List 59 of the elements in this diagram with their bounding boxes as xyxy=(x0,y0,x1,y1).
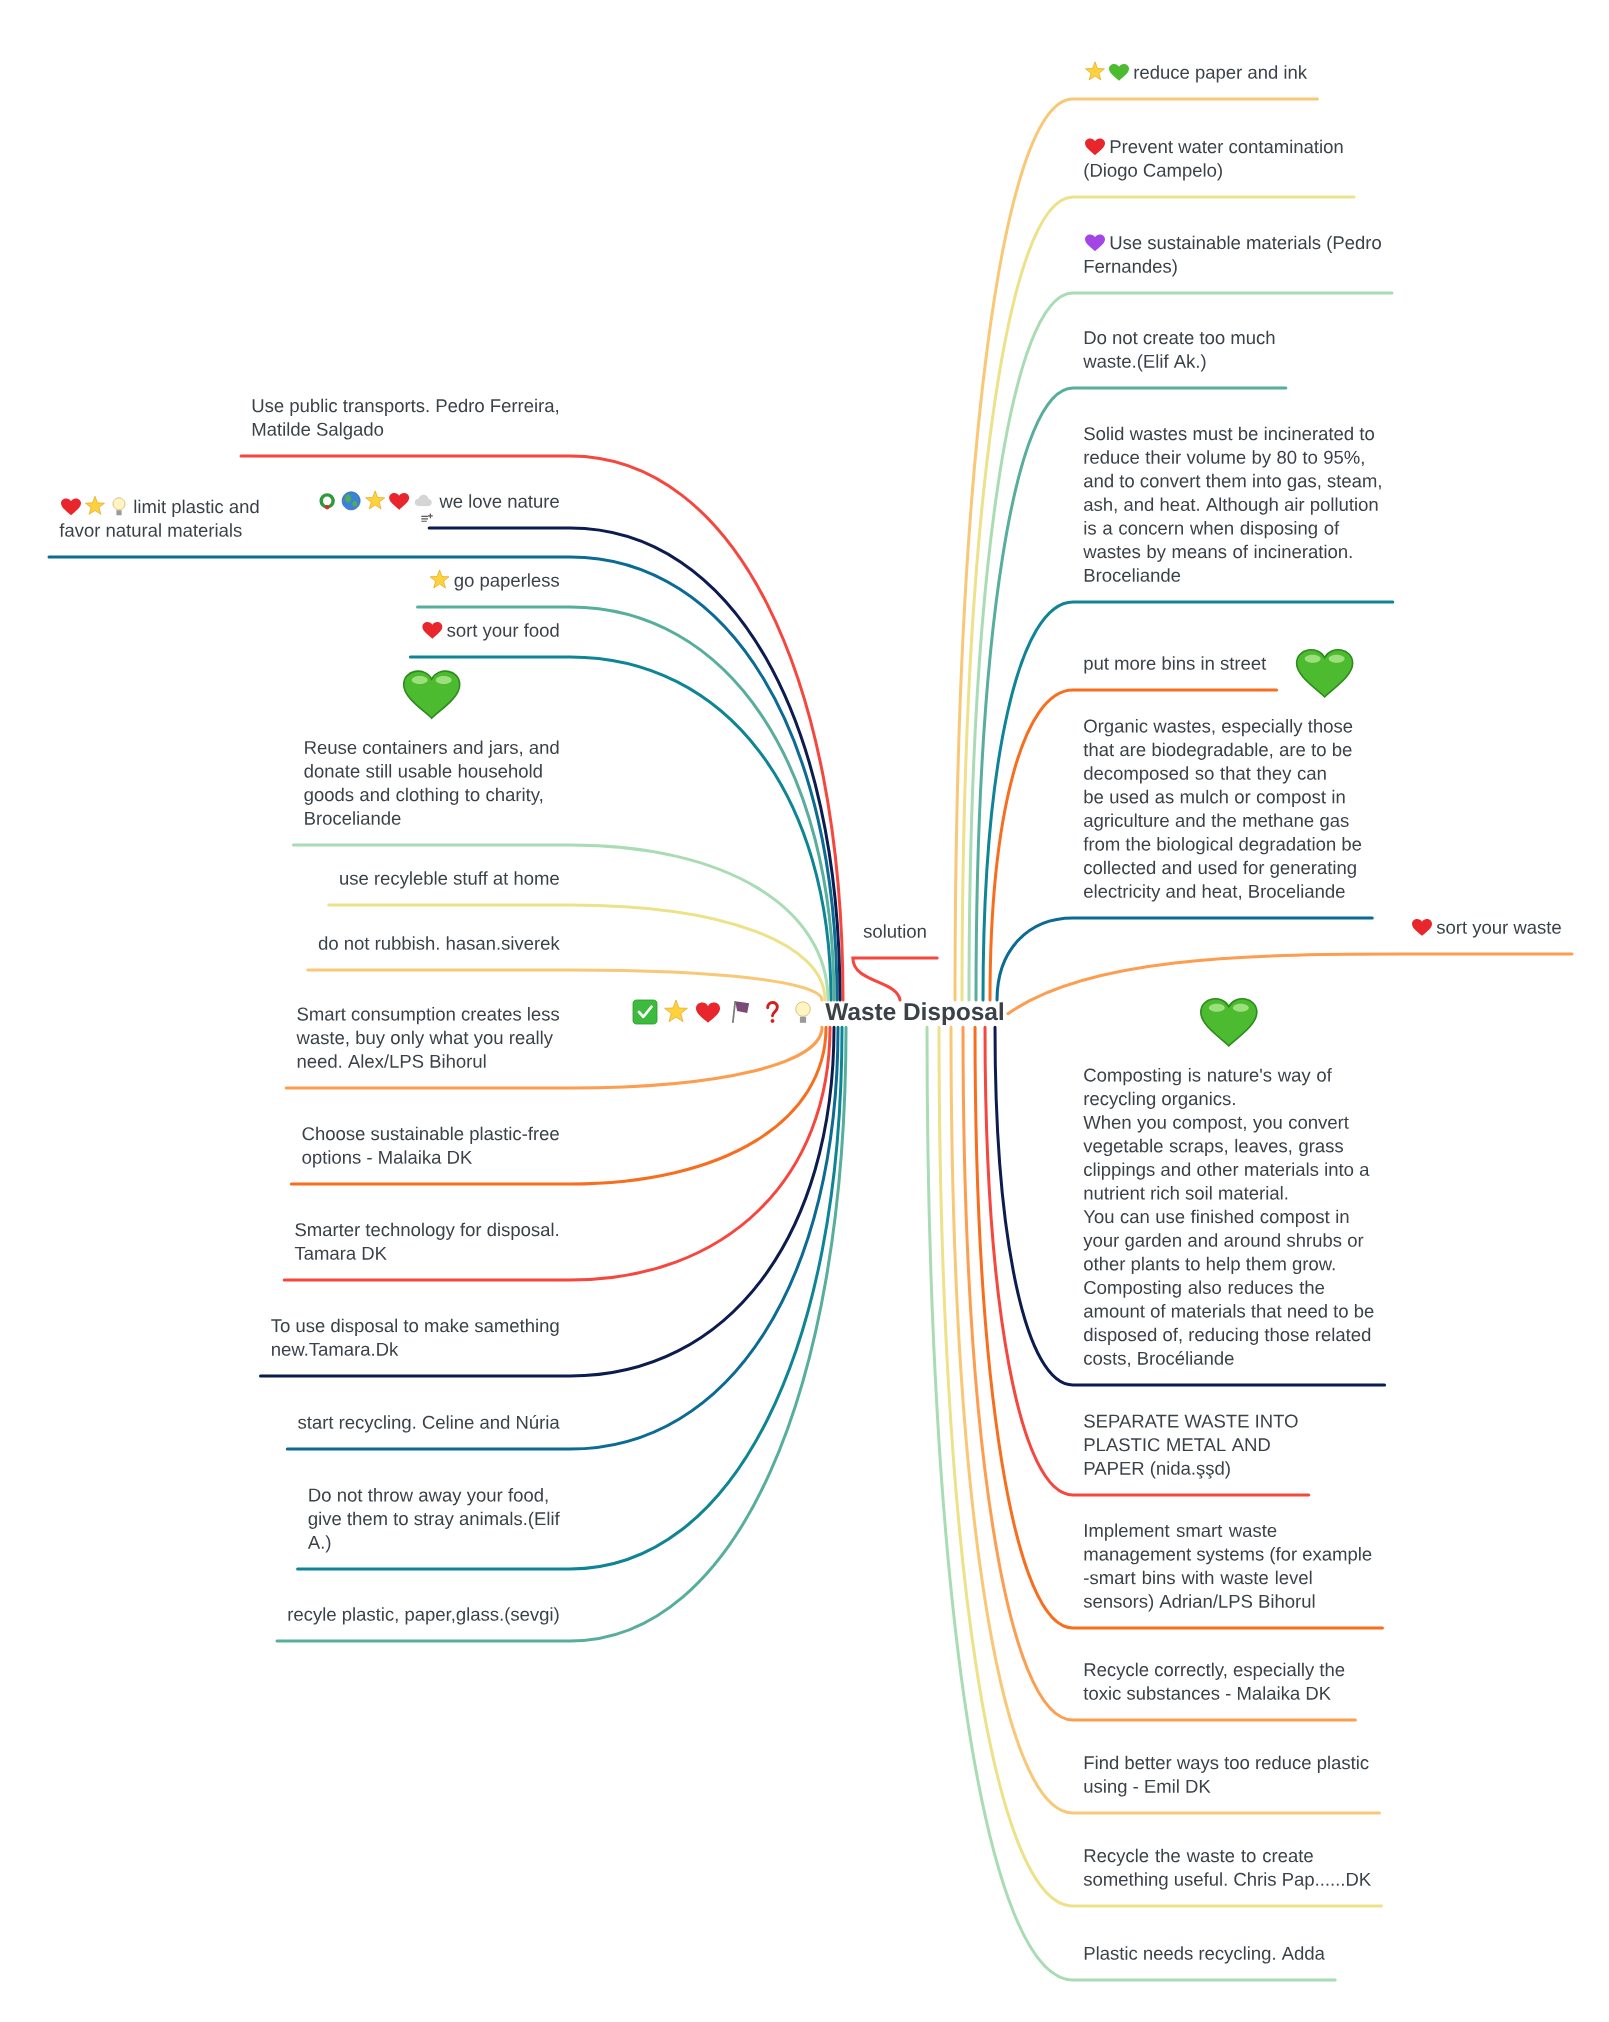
topic-text: Composting is nature's way of recycling organics. When you compost, you convert vegetable scraps, leaves, grass clippings and other materials into a nutrient rich soil material. You can use finished compost in your garden and around shrubs or other plants to help them grow. Composting also reduces the amount of materials that need to be disposed of, reducing those related costs, Brocéliande xyxy=(1083,1068,1374,1368)
branch-line xyxy=(306,968,824,1002)
branch-line xyxy=(289,1025,828,1186)
topic-text: Implement smart waste management systems (for example -smart bins with waste level sensors) Adrian/LPS Bihorul xyxy=(1083,1523,1372,1612)
branch-line xyxy=(275,1025,848,1643)
central-topic: Waste Disposal xyxy=(825,1002,1003,1026)
topic-text: Recycle the waste to create something useful. Chris Pap......DK xyxy=(1083,1848,1371,1890)
branch-line xyxy=(296,1025,844,1571)
branch-line xyxy=(851,956,939,1002)
branch-line xyxy=(961,1025,1357,1722)
topic-text: solution xyxy=(863,924,926,938)
topic-text: Do not throw away your food, give them to stray animals.(Elif A.) xyxy=(307,1488,560,1553)
topic-text: Plastic needs recycling. Adda xyxy=(1084,1946,1325,1964)
topic-text: sort your food xyxy=(447,623,559,641)
topic-text: To use disposal to make samething new.Tamara.Dk xyxy=(271,1318,559,1356)
topic-text: Prevent water contamination (Diogo Campelo) xyxy=(1084,139,1343,181)
branch-line xyxy=(974,386,1288,1002)
branch-line xyxy=(47,555,839,1002)
branch-line xyxy=(981,600,1395,1002)
topic-text: Choose sustainable plastic-free options - Malaika DK xyxy=(302,1126,559,1168)
topic-text: do not rubbish. hasan.siverek xyxy=(318,936,560,950)
topic-text: Organic wastes, especially those that are biodegradable, are to be decomposed so that they can be used as mulch or compost in agriculture and the methane gas from the biological degradation be collected and used for generating electricity and heat, Broceliande xyxy=(1083,719,1362,902)
topic-text: Smart consumption creates less waste, buy only what you really need. Alex/LPS Bihorul xyxy=(296,1007,560,1068)
branch-line xyxy=(259,1025,836,1378)
topic-text: we love nature xyxy=(439,494,559,508)
topic-text: Use sustainable materials (Pedro Fernandes) xyxy=(1084,235,1381,277)
branch-line xyxy=(327,903,827,1002)
topic-text: Solid wastes must be incinerated to reduce their volume by 80 to 95%, and to convert them into gas, steam, ash, and heat. Although air pollution is a concern when disposing of wastes by means of incineration. Broceliande xyxy=(1083,426,1381,582)
topic-text: SEPARATE WASTE INTO PLASTIC METAL AND PAPER (nida.şşd) xyxy=(1084,1414,1298,1479)
topic-text: reduce paper and ink xyxy=(1134,65,1308,83)
topic-text: Smarter technology for disposal. Tamara DK xyxy=(294,1222,558,1260)
branch-line xyxy=(427,526,842,1002)
topic-text: Reuse containers and jars, and donate still usable household goods and clothing to charity, Broceliande xyxy=(304,740,559,825)
branch-line xyxy=(284,1025,824,1090)
branch-line xyxy=(953,97,1319,1002)
branch-line xyxy=(988,688,1279,1002)
branch-line xyxy=(973,1025,1384,1630)
branch-line xyxy=(1006,952,1574,1016)
branch-line xyxy=(993,1025,1387,1387)
topic-text: Find better ways too reduce plastic using - Emil DK xyxy=(1084,1755,1369,1797)
branch-line xyxy=(239,454,845,1002)
branch-line xyxy=(282,1025,832,1282)
branch-line xyxy=(995,916,1374,1002)
branch-line xyxy=(291,843,830,1002)
topic-text: put more bins in street xyxy=(1084,656,1267,674)
topic-text: sort your waste xyxy=(1436,921,1561,938)
branch-line xyxy=(967,291,1394,1002)
topic-text: Do not create too much waste.(Elif Ak.) xyxy=(1083,330,1275,372)
branch-line xyxy=(925,1025,1337,1982)
topic-text: Use public transports. Pedro Ferreira, Matilde Salgado xyxy=(252,398,558,440)
branch-line xyxy=(960,195,1356,1002)
topic-text: start recycling. Celine and Núria xyxy=(298,1415,560,1433)
branch-line xyxy=(983,1025,1311,1497)
topic-text: go paperless xyxy=(454,573,560,591)
topic-text: use recyleble stuff at home xyxy=(340,871,559,889)
topic-text: recyle plastic, paper,glass.(sevgi) xyxy=(288,1607,559,1625)
topic-text: Recycle correctly, especially the toxic substances - Malaika DK xyxy=(1083,1662,1345,1700)
branch-line xyxy=(285,1025,840,1451)
topic-text: limit plastic and favor natural materials xyxy=(59,499,259,537)
